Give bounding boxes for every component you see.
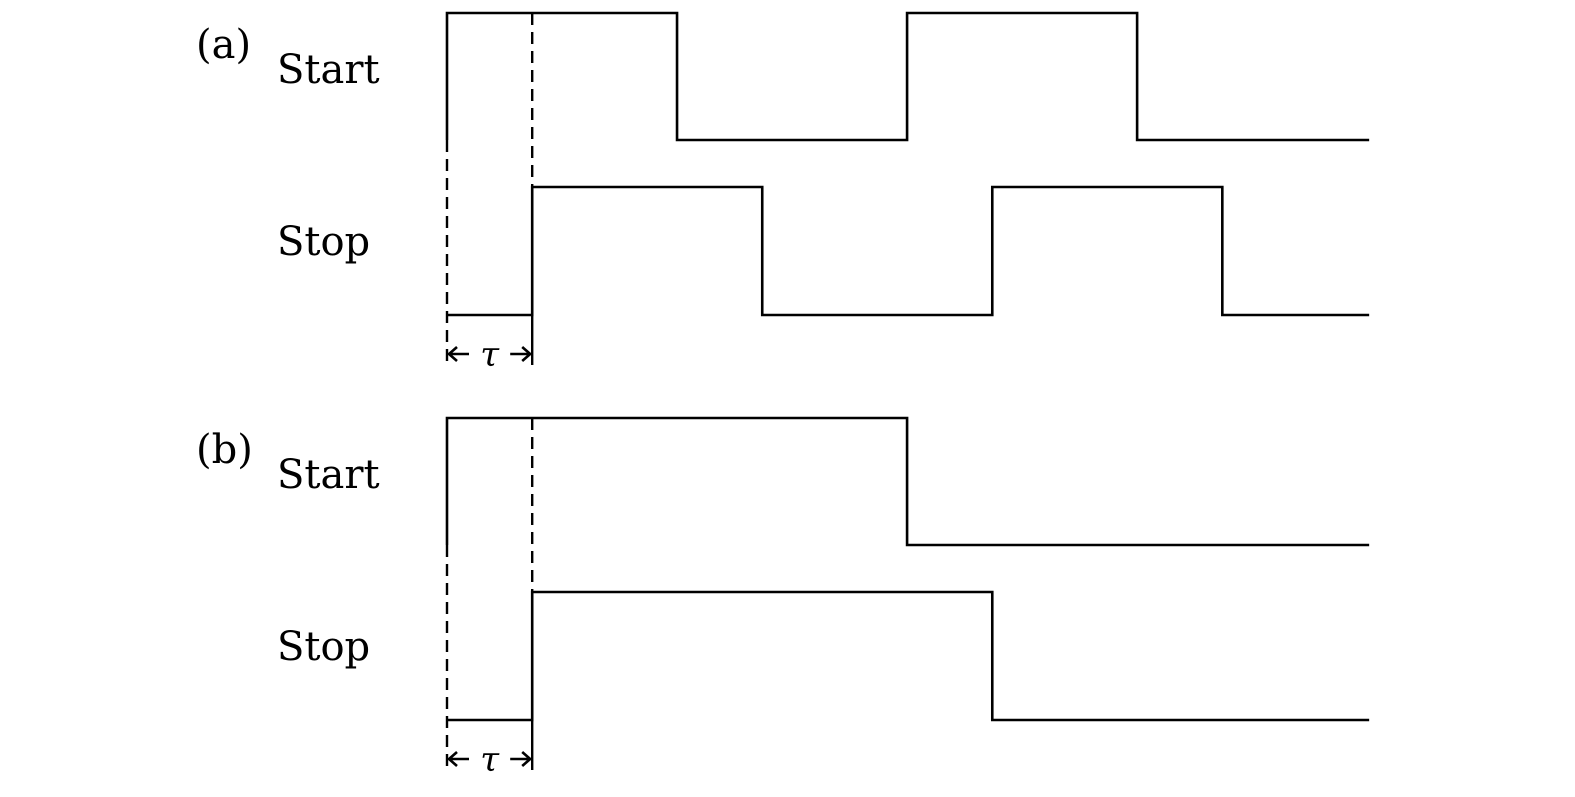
left-arrow-icon xyxy=(447,751,469,767)
signal-label-stop: Stop xyxy=(277,219,370,265)
waveform-stop xyxy=(447,185,1370,317)
signal-label-start: Start xyxy=(277,452,380,498)
tau-label: τ xyxy=(480,740,500,780)
tau-label: τ xyxy=(480,335,500,375)
waveform-start xyxy=(445,11,1370,142)
panel-label: (b) xyxy=(196,427,253,473)
panel-label: (a) xyxy=(196,22,251,68)
signal-label-start: Start xyxy=(277,47,380,93)
waveform-stop xyxy=(447,590,1370,722)
right-arrow-icon xyxy=(510,346,533,362)
left-arrow-icon xyxy=(447,346,469,362)
waveform-start xyxy=(445,416,1370,547)
signal-label-stop: Stop xyxy=(277,624,370,670)
right-arrow-icon xyxy=(510,751,533,767)
